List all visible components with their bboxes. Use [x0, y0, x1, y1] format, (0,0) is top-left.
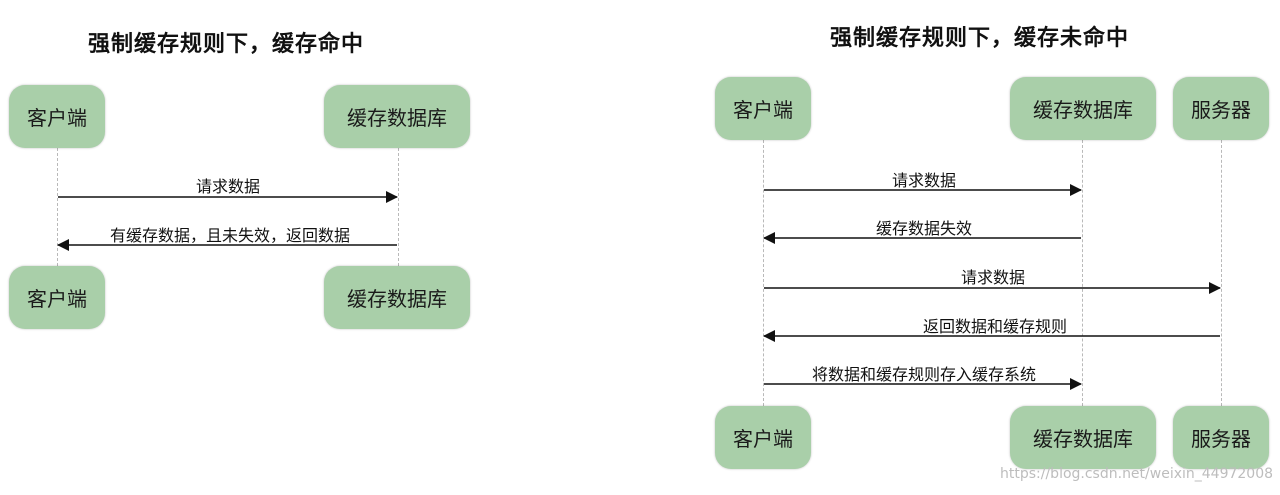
right-server-lifeline	[1221, 140, 1222, 406]
left-cache-lifeline	[398, 148, 399, 266]
left-diagram-title: 强制缓存规则下，缓存命中	[88, 32, 365, 57]
left-message-2-label: 有缓存数据，且未失效，返回数据	[109, 226, 351, 245]
right-client-label-top: 客户端	[733, 98, 793, 122]
left-client-lifeline	[57, 148, 58, 266]
left-client-label-top: 客户端	[27, 106, 87, 130]
right-cache-label-bottom: 缓存数据库	[1033, 427, 1133, 451]
left-cache-label-top: 缓存数据库	[347, 106, 447, 130]
right-client-lifeline	[763, 140, 764, 406]
left-client-label-bottom: 客户端	[27, 287, 87, 311]
right-client-box-bottom: 客户端	[715, 406, 811, 469]
right-client-box-top: 客户端	[715, 77, 811, 140]
right-cache-box-bottom: 缓存数据库	[1010, 406, 1156, 469]
right-server-label-bottom: 服务器	[1191, 427, 1251, 451]
right-cache-box-top: 缓存数据库	[1010, 77, 1156, 140]
watermark: https://blog.csdn.net/weixin_44972008	[1000, 466, 1274, 482]
right-message-4-label: 返回数据和缓存规则	[922, 317, 1068, 336]
left-cache-box-bottom: 缓存数据库	[324, 266, 470, 329]
right-server-box-bottom: 服务器	[1173, 406, 1269, 469]
left-client-box-bottom: 客户端	[9, 266, 105, 329]
right-server-box-top: 服务器	[1173, 77, 1269, 140]
right-cache-lifeline	[1082, 140, 1083, 406]
right-diagram-title: 强制缓存规则下，缓存未命中	[830, 26, 1130, 51]
left-cache-box-top: 缓存数据库	[324, 85, 470, 148]
right-message-3-label: 请求数据	[960, 268, 1026, 287]
left-client-box-top: 客户端	[9, 85, 105, 148]
right-server-label-top: 服务器	[1191, 98, 1251, 122]
right-message-1-label: 请求数据	[891, 171, 957, 190]
right-message-5-label: 将数据和缓存规则存入缓存系统	[811, 365, 1037, 384]
right-cache-label-top: 缓存数据库	[1033, 98, 1133, 122]
right-client-label-bottom: 客户端	[733, 427, 793, 451]
left-cache-label-bottom: 缓存数据库	[347, 287, 447, 311]
right-message-2-label: 缓存数据失效	[875, 219, 973, 238]
left-message-1-label: 请求数据	[195, 177, 261, 196]
